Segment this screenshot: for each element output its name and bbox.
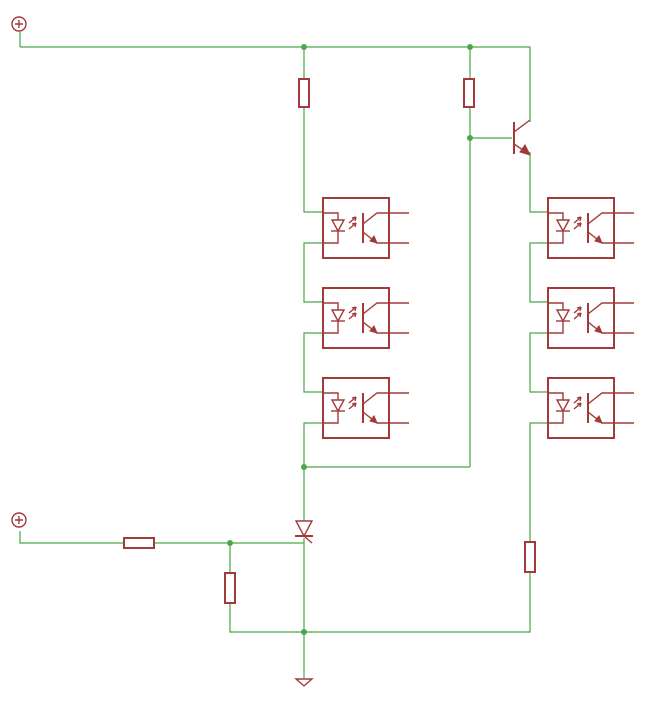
circled-plus-icon [11, 512, 27, 528]
led-icon [555, 309, 571, 323]
wire-segment [304, 573, 531, 633]
phototransistor-collector [362, 392, 409, 405]
led-leads [323, 302, 339, 334]
opto-body [322, 287, 390, 349]
junction-dot [227, 540, 233, 546]
emitter-arrow-icon [369, 415, 378, 424]
plus-sign [15, 516, 23, 524]
arrow-heads [576, 306, 582, 318]
resistor-r4 [524, 541, 536, 573]
emitter-arrow-icon [519, 144, 531, 156]
optocoupler-left-2 [322, 287, 409, 349]
wire-segment [529, 332, 548, 393]
arrow-heads [351, 216, 357, 228]
emitter-arrow-icon [594, 415, 603, 424]
junction-dot [467, 44, 473, 50]
emitter-arrow-icon [369, 235, 378, 244]
opto-body [322, 197, 390, 259]
junction-dot [301, 464, 307, 470]
led-leads [548, 302, 564, 334]
led-leads [323, 392, 339, 424]
ground-icon [294, 678, 314, 687]
wires [19, 32, 548, 678]
wire-segment [303, 422, 323, 521]
phototransistor-collector [362, 212, 409, 225]
wire-segment [20, 46, 531, 122]
wire-segment [303, 332, 323, 393]
circled-plus-icon [11, 16, 27, 32]
npn-transistor [513, 119, 531, 156]
opto-body [547, 377, 615, 439]
wire-segment [303, 242, 323, 303]
led-leads [323, 212, 339, 244]
emitter-arrow-icon [594, 235, 603, 244]
phototransistor-collector [587, 392, 634, 405]
opto-body [322, 377, 390, 439]
supply-terminal-bottom [11, 512, 27, 528]
transistor-collector [513, 119, 531, 133]
resistor-r2 [463, 78, 475, 108]
resistor-r3 [224, 572, 236, 604]
thyristor-triangle-icon [294, 520, 314, 538]
supply-terminal-top [11, 16, 27, 32]
wire-segment [303, 108, 323, 213]
opto-body [547, 287, 615, 349]
resistor-r1 [298, 78, 310, 108]
led-leads [548, 212, 564, 244]
wire-segment [529, 242, 548, 303]
phototransistor-collector [587, 302, 634, 315]
junction-dot [301, 44, 307, 50]
opto-body [547, 197, 615, 259]
optocoupler-left-1 [322, 197, 409, 259]
led-icon [330, 399, 346, 413]
led-icon [330, 309, 346, 323]
wire-segment [19, 531, 123, 544]
optocoupler-right-2 [547, 287, 634, 349]
optocoupler-right-1 [547, 197, 634, 259]
emitter-arrow-icon [594, 325, 603, 334]
wire-segment [529, 422, 548, 541]
led-icon [555, 219, 571, 233]
optocoupler-left-3 [322, 377, 409, 439]
phototransistor-collector [362, 302, 409, 315]
led-leads [548, 392, 564, 424]
plus-sign [15, 20, 23, 28]
optocoupler-right-3 [547, 377, 634, 439]
arrow-heads [351, 306, 357, 318]
arrow-heads [351, 396, 357, 408]
wire-segment [229, 604, 304, 633]
phototransistor-collector [587, 212, 634, 225]
components [11, 16, 634, 687]
emitter-arrow-icon [369, 325, 378, 334]
resistor-r5 [123, 537, 155, 549]
wire-segment [529, 152, 548, 213]
led-icon [555, 399, 571, 413]
arrow-heads [576, 216, 582, 228]
arrow-heads [576, 396, 582, 408]
junctions [227, 44, 473, 635]
junction-dot [467, 135, 473, 141]
junction-dot [301, 629, 307, 635]
thyristor-gate [303, 535, 313, 544]
led-icon [330, 219, 346, 233]
thyristor [294, 520, 314, 544]
